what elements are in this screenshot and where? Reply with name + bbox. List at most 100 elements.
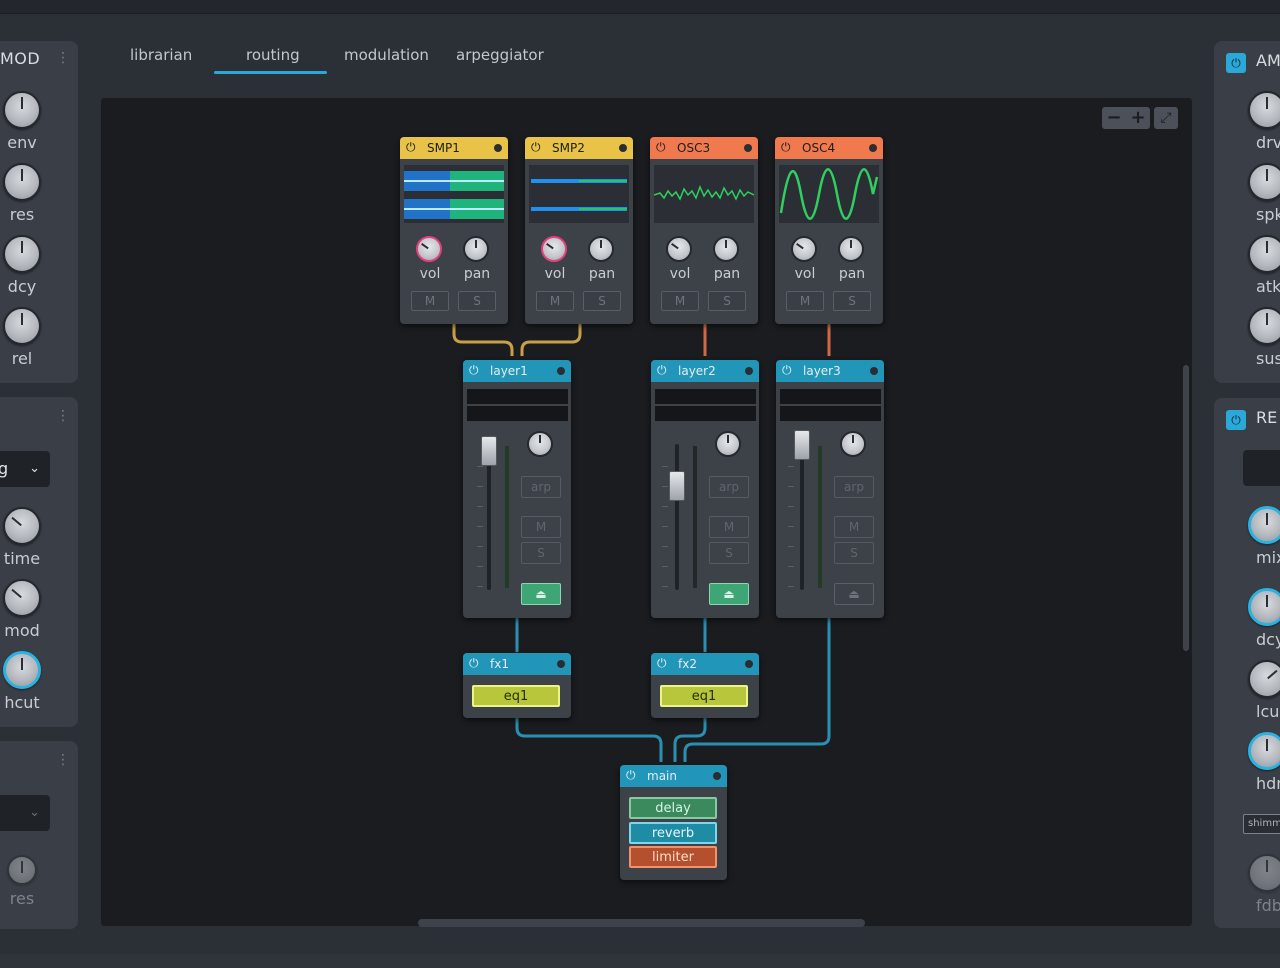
tab-routing[interactable]: routing bbox=[246, 46, 300, 64]
fx-slot-reverb[interactable]: reverb bbox=[629, 822, 717, 844]
time-knob[interactable] bbox=[3, 507, 41, 545]
volume-fader-handle[interactable] bbox=[481, 436, 497, 466]
drv-knob-control[interactable]: drv bbox=[1248, 91, 1280, 152]
node-osc3[interactable]: ⏻ OSC3 vol pan M S bbox=[650, 137, 758, 324]
layer-knob[interactable] bbox=[715, 431, 741, 457]
solo-button[interactable]: S bbox=[834, 542, 874, 564]
power-icon[interactable]: ⏻ bbox=[657, 656, 667, 670]
node-header[interactable]: ⏻ SMP2 bbox=[525, 137, 633, 159]
dcy-knob[interactable] bbox=[1248, 588, 1280, 626]
res-knob[interactable] bbox=[3, 163, 41, 201]
node-header[interactable]: ⏻ OSC4 bbox=[775, 137, 883, 159]
hdm-knob[interactable] bbox=[1248, 732, 1280, 770]
arp-button[interactable]: arp bbox=[521, 476, 561, 498]
rel-knob[interactable] bbox=[3, 307, 41, 345]
layer-knob[interactable] bbox=[840, 431, 866, 457]
mix-knob-control[interactable]: mix bbox=[1248, 506, 1280, 567]
mute-button[interactable]: M bbox=[536, 291, 574, 311]
mute-button[interactable]: M bbox=[786, 291, 824, 311]
solo-button[interactable]: S bbox=[521, 542, 561, 564]
tab-librarian[interactable]: librarian bbox=[130, 46, 193, 64]
mod-knob-control[interactable]: mod bbox=[0, 579, 52, 640]
vol-knob[interactable] bbox=[666, 236, 692, 262]
pan-knob[interactable] bbox=[713, 236, 739, 262]
pan-knob[interactable] bbox=[463, 236, 489, 262]
hdm-knob-control[interactable]: hdm bbox=[1248, 732, 1280, 793]
fx-slot-eq1[interactable]: eq1 bbox=[660, 685, 748, 707]
res-knob-control-2[interactable]: res bbox=[0, 855, 52, 908]
dcy-knob-control[interactable]: dcy bbox=[1248, 588, 1280, 649]
atk-knob-control[interactable]: atk bbox=[1248, 235, 1280, 296]
solo-button[interactable]: S bbox=[583, 291, 621, 311]
mute-button[interactable]: M bbox=[834, 516, 874, 538]
tab-modulation[interactable]: modulation bbox=[344, 46, 429, 64]
node-header[interactable]: ⏻ layer1 bbox=[463, 360, 571, 382]
node-header[interactable]: ⏻ layer2 bbox=[651, 360, 759, 382]
drv-knob[interactable] bbox=[1248, 91, 1280, 129]
node-header[interactable]: ⏻ fx1 bbox=[463, 653, 571, 675]
power-icon[interactable]: ⏻ bbox=[469, 656, 479, 670]
solo-button[interactable]: S bbox=[709, 542, 749, 564]
vol-knob[interactable] bbox=[416, 236, 442, 262]
fdbk-knob-control[interactable]: fdb bbox=[1248, 854, 1280, 915]
horizontal-scrollbar[interactable] bbox=[418, 919, 865, 927]
mute-button[interactable]: M bbox=[411, 291, 449, 311]
env-knob[interactable] bbox=[3, 91, 41, 129]
pan-knob[interactable] bbox=[838, 236, 864, 262]
reverb-preset-display[interactable] bbox=[1243, 450, 1280, 486]
fx-slot-delay[interactable]: delay bbox=[629, 797, 717, 819]
volume-fader-track[interactable] bbox=[800, 444, 804, 590]
arp-button[interactable]: arp bbox=[834, 476, 874, 498]
layer-knob[interactable] bbox=[527, 431, 553, 457]
pan-knob[interactable] bbox=[588, 236, 614, 262]
power-icon[interactable]: ⏻ bbox=[1226, 53, 1246, 73]
hcut-knob[interactable] bbox=[3, 651, 41, 689]
power-icon[interactable]: ⏻ bbox=[782, 363, 792, 377]
tab-arpeggiator[interactable]: arpeggiator bbox=[456, 46, 544, 64]
node-main[interactable]: ⏻ main delay reverb limiter bbox=[620, 765, 727, 880]
node-header[interactable]: ⏻ fx2 bbox=[651, 653, 759, 675]
lcut-knob[interactable] bbox=[1248, 660, 1280, 698]
third-panel-dropdown[interactable]: ⌄ bbox=[0, 795, 50, 831]
env-knob-control[interactable]: env bbox=[0, 91, 52, 152]
fx-slot-eq1[interactable]: eq1 bbox=[472, 685, 560, 707]
power-icon[interactable]: ⏻ bbox=[1226, 410, 1246, 430]
node-header[interactable]: ⏻ layer3 bbox=[776, 360, 884, 382]
node-header[interactable]: ⏻ SMP1 bbox=[400, 137, 508, 159]
volume-fader-handle[interactable] bbox=[794, 430, 810, 460]
volume-fader-handle[interactable] bbox=[669, 471, 685, 501]
node-smp1[interactable]: ⏻ SMP1 vol pan M S bbox=[400, 137, 508, 324]
shimmer-toggle[interactable]: shimm bbox=[1243, 814, 1280, 834]
spk-knob-control[interactable]: spk bbox=[1248, 163, 1280, 224]
node-osc4[interactable]: ⏻ OSC4 vol pan M S bbox=[775, 137, 883, 324]
mix-knob[interactable] bbox=[1248, 506, 1280, 544]
vol-knob[interactable] bbox=[791, 236, 817, 262]
zoom-out-button[interactable]: − bbox=[1106, 107, 1122, 128]
expand-icon[interactable]: ⤢ bbox=[1154, 107, 1178, 129]
power-icon[interactable]: ⏻ bbox=[656, 140, 666, 154]
res-knob[interactable] bbox=[7, 855, 37, 885]
volume-fader-track[interactable] bbox=[487, 444, 491, 590]
arp-button[interactable]: arp bbox=[709, 476, 749, 498]
rel-knob-control[interactable]: rel bbox=[0, 307, 52, 368]
mute-button[interactable]: M bbox=[661, 291, 699, 311]
dcy-knob-control[interactable]: dcy bbox=[0, 235, 52, 296]
spk-knob[interactable] bbox=[1248, 163, 1280, 201]
res-knob-control[interactable]: res bbox=[0, 163, 52, 224]
node-layer2[interactable]: ⏻ layer2 arp M S ⏏ bbox=[651, 360, 759, 618]
effect-type-dropdown[interactable]: g ⌄ bbox=[0, 451, 50, 487]
atk-knob[interactable] bbox=[1248, 235, 1280, 273]
node-header[interactable]: ⏻ OSC3 bbox=[650, 137, 758, 159]
sus-knob[interactable] bbox=[1248, 307, 1280, 345]
mute-button[interactable]: M bbox=[521, 516, 561, 538]
fx-slot-limiter[interactable]: limiter bbox=[629, 846, 717, 868]
node-fx2[interactable]: ⏻ fx2 eq1 bbox=[651, 653, 759, 718]
solo-button[interactable]: S bbox=[458, 291, 496, 311]
sus-knob-control[interactable]: sus bbox=[1248, 307, 1280, 368]
solo-button[interactable]: S bbox=[708, 291, 746, 311]
hcut-knob-control[interactable]: hcut bbox=[0, 651, 52, 712]
solo-button[interactable]: S bbox=[833, 291, 871, 311]
power-icon[interactable]: ⏻ bbox=[781, 140, 791, 154]
node-smp2[interactable]: ⏻ SMP2 vol pan M S bbox=[525, 137, 633, 324]
node-fx1[interactable]: ⏻ fx1 eq1 bbox=[463, 653, 571, 718]
